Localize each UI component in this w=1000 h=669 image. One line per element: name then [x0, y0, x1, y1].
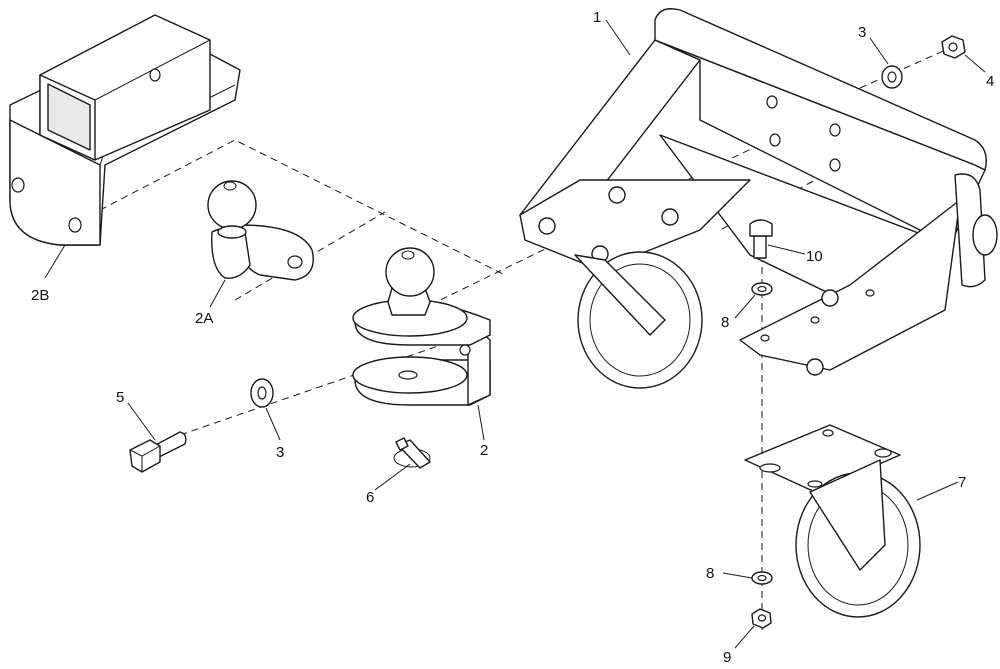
- part-2a-tow-ball-bracket: [207, 180, 314, 281]
- part-10-bolt: [749, 219, 773, 259]
- callout-part-7: 7: [958, 474, 966, 491]
- part-2-ball-mount: [352, 247, 491, 406]
- callout-part-2: 2: [480, 442, 488, 459]
- leader-lines: [44, 19, 986, 649]
- callout-part-6: 6: [366, 489, 374, 506]
- callout-part-8-upper: 8: [721, 314, 729, 331]
- part-9-nut: [751, 608, 772, 629]
- callout-part-3-left: 3: [276, 444, 284, 461]
- callout-part-10: 10: [806, 248, 823, 265]
- part-2b-receiver-bracket: [9, 14, 241, 246]
- callout-part-5: 5: [116, 389, 124, 406]
- part-3-washer-top: [881, 65, 903, 89]
- part-5-bolt: [129, 431, 187, 473]
- callout-part-9: 9: [723, 649, 731, 666]
- callout-part-8-lower: 8: [706, 565, 714, 582]
- part-8-washer-upper: [751, 282, 773, 296]
- part-7-swivel-caster: [744, 424, 921, 618]
- part-6-hitch-pin: [393, 437, 431, 469]
- part-3-washer-left: [250, 378, 274, 408]
- callout-part-1: 1: [593, 9, 601, 26]
- callout-part-3-top: 3: [858, 24, 866, 41]
- part-4-nut: [941, 35, 966, 59]
- callout-part-4: 4: [986, 73, 994, 90]
- callout-labels: 1 3 4 2B 2A 5 3 2 6 10 8 7 8 9: [31, 9, 994, 666]
- part-1-main-frame: [519, 8, 998, 376]
- part-8-washer-lower: [751, 571, 773, 585]
- callout-part-2b: 2B: [31, 287, 49, 304]
- callout-part-2a: 2A: [195, 310, 213, 327]
- frame-front-caster-wheel: [574, 251, 703, 389]
